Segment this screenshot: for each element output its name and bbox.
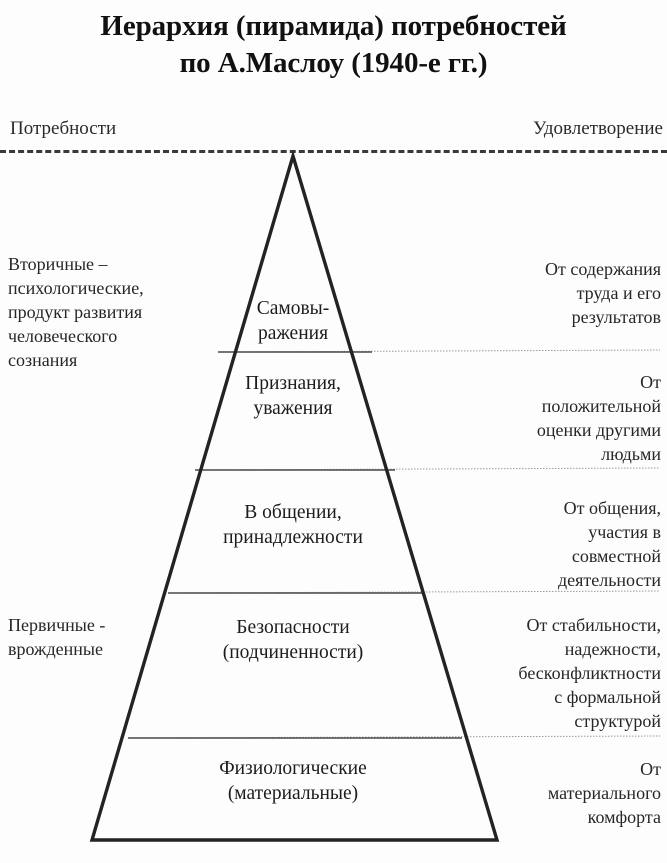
left-note-line: врожденные: [8, 639, 103, 659]
tier-label-line: (подчиненности): [222, 642, 364, 663]
left-note-line: Вторичные –: [8, 254, 108, 274]
right-note-line: От содержания: [545, 259, 661, 279]
right-note-line: От стабильности,: [526, 615, 661, 635]
title-line-1: Иерархия (пирамида) потребностей: [100, 10, 567, 42]
tier-label-line: (материальные): [227, 783, 359, 804]
tier-label-line: ражения: [257, 323, 329, 344]
right-note-line: результатов: [571, 307, 661, 327]
right-note-line: надежности,: [564, 639, 661, 659]
right-note-safety: От стабильности, надежности, бесконфликт…: [391, 613, 661, 733]
right-note-line: От: [640, 759, 661, 779]
right-note-line: комфорта: [587, 807, 661, 827]
column-caption-needs: Потребности: [10, 118, 117, 139]
title-line-2: по А.Маслоу (1940-е гг.): [179, 47, 488, 79]
left-note-line: Первичные -: [8, 615, 106, 635]
right-note-line: с формальной: [554, 687, 661, 707]
tier-label-line: В общении,: [244, 502, 342, 523]
tier-label-physiological: Физиологические (материальные): [0, 756, 586, 806]
right-note-line: бесконфликтности: [518, 663, 661, 683]
tier-divider-extension-4: [194, 467, 661, 471]
tier-label-line: Признания,: [245, 373, 341, 394]
tier-divider-extension-5: [217, 349, 661, 353]
right-note-line: материального: [547, 783, 661, 803]
tier-label-esteem: Признания, уважения: [0, 371, 586, 421]
right-note-line: участия в: [588, 522, 661, 542]
tier-label-line: уважения: [253, 398, 333, 419]
right-note-line: От: [640, 372, 661, 392]
left-note-line: человеческого: [8, 326, 118, 346]
right-note-line: совместной: [571, 546, 661, 566]
dashed-divider-rule: [0, 150, 667, 153]
right-note-physiological: От материального комфорта: [391, 757, 661, 829]
tier-label-line: принадлежности: [223, 527, 363, 548]
tier-label-safety: Безопасности (подчиненности): [0, 615, 586, 665]
right-note-esteem: От положительной оценки другими людьми: [391, 370, 661, 466]
left-note-secondary-needs: Вторичные – психологические, продукт раз…: [8, 252, 223, 372]
tier-label-line: Физиологические: [219, 758, 367, 779]
tier-label-line: Самовы-: [256, 298, 330, 319]
right-note-line: структурой: [574, 711, 661, 731]
tier-label-self-actualization: Самовы- ражения: [0, 296, 586, 346]
right-note-self-actualization: От содержания труда и его результатов: [391, 257, 661, 329]
right-note-line: труда и его: [576, 283, 661, 303]
tier-divider-extension-2: [127, 735, 661, 739]
left-note-line: сознания: [8, 350, 78, 370]
column-caption-satisfaction: Удовлетворение: [533, 118, 663, 139]
right-note-line: От общения,: [563, 498, 661, 518]
right-note-line: людьми: [601, 444, 661, 464]
tier-label-line: Безопасности: [236, 617, 350, 638]
tier-label-belonging: В общении, принадлежности: [0, 500, 586, 550]
page-title: Иерархия (пирамида) потребностей по А.Ма…: [0, 8, 667, 82]
right-note-belonging: От общения, участия в совместной деятель…: [391, 496, 661, 592]
left-note-line: психологические,: [8, 278, 144, 298]
left-note-primary-needs: Первичные - врожденные: [8, 613, 223, 661]
right-note-line: оценки другими: [536, 420, 661, 440]
right-note-line: положительной: [541, 396, 661, 416]
left-note-line: продукт развития: [8, 302, 143, 322]
right-note-line: деятельности: [557, 570, 661, 590]
